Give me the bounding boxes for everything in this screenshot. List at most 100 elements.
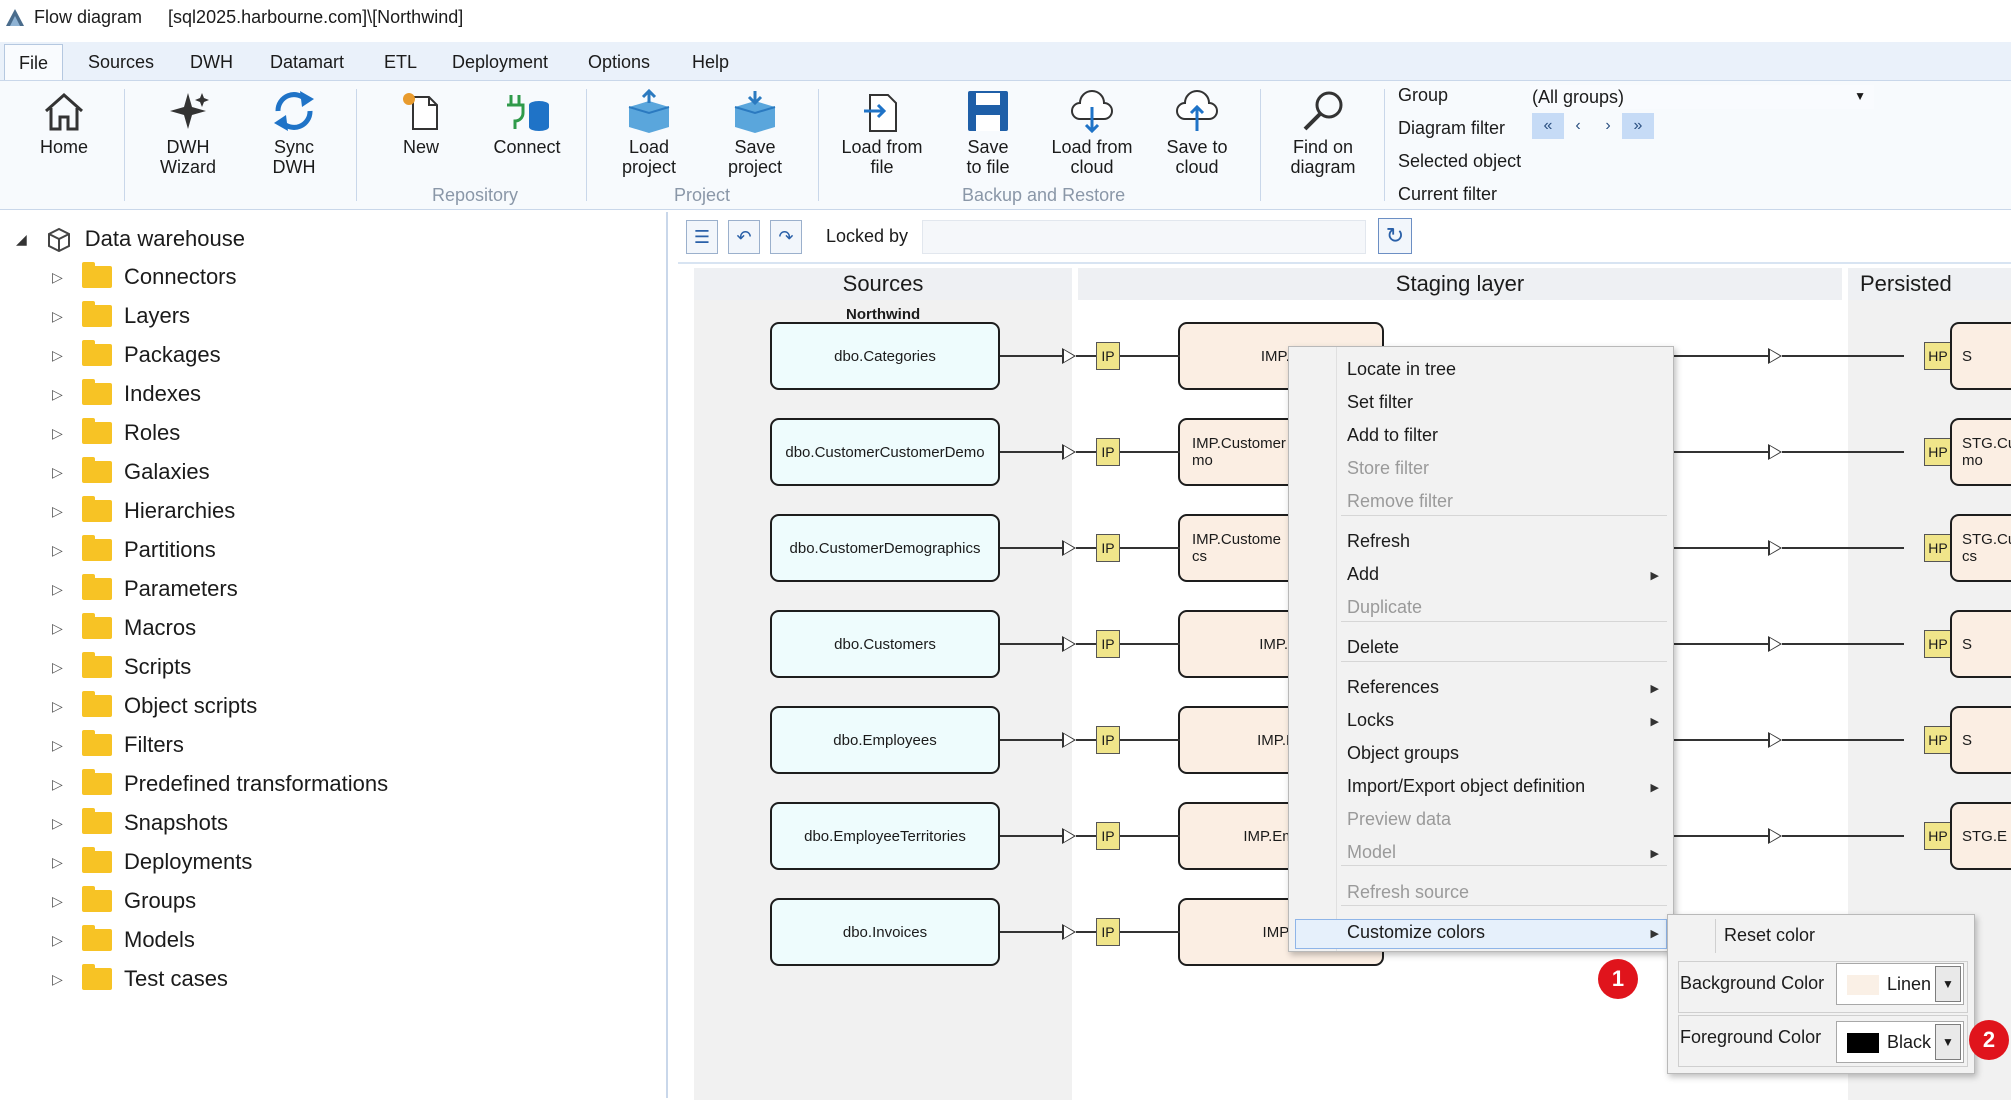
tab-help[interactable]: Help xyxy=(692,52,730,72)
new-button[interactable]: New xyxy=(376,89,466,157)
staging-table-node[interactable]: S xyxy=(1950,322,2011,390)
staging-table-node[interactable]: STG.E xyxy=(1950,802,2011,870)
menu-item-object-groups[interactable]: Object groups xyxy=(1347,743,1460,763)
tab-etl[interactable]: ETL xyxy=(384,52,418,72)
sync-dwh-button[interactable]: Sync DWH xyxy=(250,89,338,177)
background-color-combo[interactable]: Linen ▼ xyxy=(1836,963,1964,1005)
menu-item-references[interactable]: References xyxy=(1347,677,1440,697)
expand-icon[interactable]: ▷ xyxy=(52,619,63,636)
reset-color-item[interactable]: Reset color xyxy=(1724,925,1816,945)
save-project-button[interactable]: Save project xyxy=(710,89,800,177)
background-dropdown-button[interactable]: ▼ xyxy=(1935,966,1961,1002)
tab-dwh[interactable]: DWH xyxy=(190,52,233,72)
staging-table-node[interactable]: S xyxy=(1950,610,2011,678)
expand-icon[interactable]: ▷ xyxy=(52,463,63,480)
previous-filter-button[interactable]: ‹ xyxy=(1575,117,1581,134)
foreground-color-combo[interactable]: Black ▼ xyxy=(1836,1021,1964,1063)
expand-icon[interactable]: ▷ xyxy=(52,775,63,792)
source-table-node[interactable]: dbo.Customers xyxy=(770,610,1000,678)
menu-item-refresh[interactable]: Refresh xyxy=(1347,531,1411,551)
foreground-dropdown-button[interactable]: ▼ xyxy=(1935,1024,1961,1060)
menu-item-customize-colors[interactable]: Customize colors xyxy=(1347,922,1486,942)
tree-item[interactable]: ▷Parameters xyxy=(52,574,238,604)
tab-sources[interactable]: Sources xyxy=(88,52,155,72)
expand-icon[interactable]: ▷ xyxy=(52,346,63,363)
tree-item[interactable]: ▷Snapshots xyxy=(52,808,228,838)
tree-item[interactable]: ▷Roles xyxy=(52,418,180,448)
save-to-file-button[interactable]: Save to file xyxy=(944,89,1032,177)
connector-line xyxy=(1076,451,1096,453)
tree-item[interactable]: ▷Deployments xyxy=(52,847,252,877)
expand-icon[interactable]: ▷ xyxy=(52,970,63,987)
expand-icon[interactable]: ▷ xyxy=(52,541,63,558)
source-table-node[interactable]: dbo.Invoices xyxy=(770,898,1000,966)
tab-deployment[interactable]: Deployment xyxy=(452,52,549,72)
expand-icon[interactable]: ▷ xyxy=(52,580,63,597)
home-button[interactable]: Home xyxy=(20,89,108,157)
tree-item[interactable]: ▷Groups xyxy=(52,886,196,916)
menu-item-set-filter[interactable]: Set filter xyxy=(1347,392,1414,412)
menu-item-import-export-object-definition[interactable]: Import/Export object definition xyxy=(1347,776,1586,796)
expand-icon[interactable]: ▷ xyxy=(52,268,63,285)
source-table-node[interactable]: dbo.Employees xyxy=(770,706,1000,774)
tab-options[interactable]: Options xyxy=(588,52,651,72)
staging-table-node[interactable]: S xyxy=(1950,706,2011,774)
tree-item[interactable]: ▷Hierarchies xyxy=(52,496,235,526)
load-from-cloud-button[interactable]: Load from cloud xyxy=(1042,89,1142,177)
menu-item-add[interactable]: Add xyxy=(1347,564,1380,584)
tree-item[interactable]: ▷Scripts xyxy=(52,652,191,682)
tree-item[interactable]: ▷Indexes xyxy=(52,379,201,409)
locked-by-field[interactable] xyxy=(922,220,1366,254)
expand-icon[interactable]: ▷ xyxy=(52,853,63,870)
tab-datamart[interactable]: Datamart xyxy=(270,52,345,72)
tree-item[interactable]: ▷Macros xyxy=(52,613,196,643)
menu-item-locate-in-tree[interactable]: Locate in tree xyxy=(1347,359,1457,379)
tree-item[interactable]: ▷Packages xyxy=(52,340,221,370)
last-filter-button[interactable]: » xyxy=(1622,113,1654,139)
tree-item[interactable]: ▷Object scripts xyxy=(52,691,257,721)
tree-item[interactable]: ▷Galaxies xyxy=(52,457,210,487)
dwh-wizard-button[interactable]: DWH Wizard xyxy=(144,89,232,177)
source-table-node[interactable]: dbo.CustomerCustomerDemo xyxy=(770,418,1000,486)
tree-item[interactable]: ▷Connectors xyxy=(52,262,237,292)
source-table-node[interactable]: dbo.CustomerDemographics xyxy=(770,514,1000,582)
load-from-file-button[interactable]: Load from file xyxy=(832,89,932,177)
next-filter-button[interactable]: › xyxy=(1605,117,1611,134)
expand-icon[interactable]: ▷ xyxy=(52,736,63,753)
redo-button[interactable]: ↷ xyxy=(770,220,802,254)
save-to-cloud-button[interactable]: Save to cloud xyxy=(1152,89,1242,177)
find-on-diagram-button[interactable]: Find on diagram xyxy=(1278,89,1368,177)
undo-button[interactable]: ↶ xyxy=(728,220,760,254)
expand-icon[interactable]: ▷ xyxy=(52,814,63,831)
tree-item[interactable]: ▷Test cases xyxy=(52,964,228,994)
menu-item-locks[interactable]: Locks xyxy=(1347,710,1395,730)
expand-icon[interactable]: ▷ xyxy=(52,931,63,948)
tree-item[interactable]: ▷Filters xyxy=(52,730,184,760)
expand-icon[interactable]: ▷ xyxy=(52,892,63,909)
group-select[interactable]: (All groups) ▼ xyxy=(1530,85,1874,109)
expand-icon[interactable]: ▷ xyxy=(52,424,63,441)
expand-icon[interactable]: ▷ xyxy=(52,697,63,714)
tab-file[interactable]: File xyxy=(4,44,64,80)
tree-root-data-warehouse[interactable]: ◢ Data warehouse xyxy=(16,226,245,252)
refresh-lock-button[interactable]: ↻ xyxy=(1378,218,1412,254)
expand-icon[interactable]: ▷ xyxy=(52,502,63,519)
connect-button[interactable]: Connect xyxy=(482,89,572,157)
source-table-node[interactable]: dbo.EmployeeTerritories xyxy=(770,802,1000,870)
menu-item-delete[interactable]: Delete xyxy=(1347,637,1400,657)
expand-icon[interactable]: ▷ xyxy=(52,385,63,402)
collapse-icon[interactable]: ◢ xyxy=(16,230,27,247)
menu-item-add-to-filter[interactable]: Add to filter xyxy=(1347,425,1439,445)
list-view-button[interactable]: ☰ xyxy=(686,220,718,254)
first-filter-button[interactable]: « xyxy=(1532,113,1564,139)
expand-icon[interactable]: ▷ xyxy=(52,307,63,324)
tree-item[interactable]: ▷Models xyxy=(52,925,195,955)
tree-item[interactable]: ▷Layers xyxy=(52,301,190,331)
tree-item[interactable]: ▷Predefined transformations xyxy=(52,769,388,799)
tree-item[interactable]: ▷Partitions xyxy=(52,535,216,565)
load-project-button[interactable]: Load project xyxy=(604,89,694,177)
expand-icon[interactable]: ▷ xyxy=(52,658,63,675)
source-table-node[interactable]: dbo.Categories xyxy=(770,322,1000,390)
